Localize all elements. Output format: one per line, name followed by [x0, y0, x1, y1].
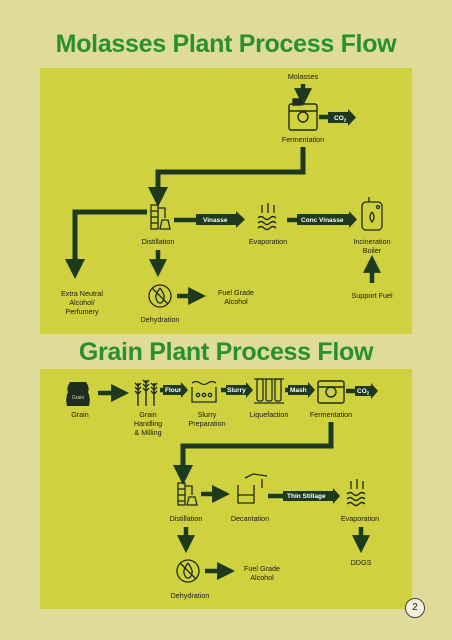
grain-fga-label-2: Alcohol	[250, 573, 274, 582]
dehydration-label: Dehydration	[141, 315, 180, 324]
liquefaction-label: Liquefaction	[250, 410, 289, 419]
decantation-label: Decantation	[231, 514, 269, 523]
ena-label-2: Alcohol/	[69, 298, 95, 307]
handling-label-2: Handling	[134, 419, 162, 428]
grain-evaporation-icon	[346, 479, 366, 507]
tag-thin-stillage	[283, 491, 333, 501]
arrow-fermentation-distillation	[148, 147, 306, 207]
tag-vinasse-label: Vinasse	[203, 217, 228, 224]
tag-flour	[163, 385, 181, 395]
grain-dehydration-label: Dehydration	[171, 591, 210, 600]
ddgs-label: DDGS	[351, 558, 372, 567]
tag-mash-label: Mash	[290, 387, 307, 394]
ena-label-3: Perfumery	[65, 307, 99, 316]
grain-label: Grain	[71, 410, 89, 419]
evaporation-label: Evaporation	[249, 237, 287, 246]
grain-fermentation-label: Fermentation	[310, 410, 352, 419]
grain-fermenter-icon	[317, 380, 345, 404]
boiler-icon	[361, 197, 383, 231]
grain-evaporation-label: Evaporation	[341, 514, 379, 523]
dehydration-icon	[148, 284, 172, 308]
arrow-fermentation-distillation-grain	[173, 422, 334, 485]
slurry-icon	[191, 380, 217, 403]
tag-co2	[328, 112, 348, 123]
fermentation-label: Fermentation	[282, 135, 324, 144]
tag-vinasse	[196, 214, 236, 225]
grain-distillation-label: Distillation	[170, 514, 203, 523]
incineration-label-1: Incineration	[353, 237, 390, 246]
support-fuel-label: Support Fuel	[351, 291, 393, 300]
grain-sack-icon: Grain	[66, 382, 90, 406]
wheat-icon	[134, 379, 158, 406]
grain-sack-text: Grain	[72, 395, 84, 401]
fga-label-2: Alcohol	[224, 297, 248, 306]
molasses-title: Molasses Plant Process Flow	[55, 30, 397, 58]
tag-grain-co2-label: CO2	[357, 388, 370, 396]
grain-title: Grain Plant Process Flow	[78, 338, 374, 366]
fga-label-1: Fuel Grade	[218, 288, 254, 297]
incineration-label-2: Boiler	[363, 246, 382, 255]
distillation-label: Distillation	[142, 237, 175, 246]
handling-label-1: Grain	[139, 410, 157, 419]
slurry-label-1: Slurry	[198, 410, 217, 419]
tag-slurry	[226, 385, 246, 395]
tag-grain-co2	[355, 386, 371, 396]
tag-conc-vinasse	[297, 214, 349, 225]
distillation-icon	[150, 204, 171, 230]
tag-thin-stillage-label: Thin Stillage	[287, 493, 326, 500]
grain-fga-label-1: Fuel Grade	[244, 564, 280, 573]
evaporation-icon	[257, 203, 277, 231]
handling-label-3: & Milling	[134, 428, 161, 437]
grain-dehydration-icon	[176, 559, 200, 583]
tag-co2-label: CO2	[334, 115, 347, 123]
grain-distillation-icon	[177, 482, 198, 506]
tag-flour-label: Flour	[165, 387, 182, 394]
liquefaction-icon	[254, 378, 284, 404]
tag-conc-vinasse-label: Conc Vinasse	[301, 217, 344, 224]
fermenter-icon	[288, 98, 318, 131]
tag-mash	[288, 385, 308, 395]
arrow-distillation-ena	[65, 209, 147, 279]
page-number: 2	[405, 598, 425, 618]
decantation-icon	[237, 473, 268, 504]
tag-slurry-label: Slurry	[227, 387, 246, 394]
ena-label-1: Extra Neutral	[61, 289, 103, 298]
molasses-input-label: Molasses	[288, 72, 319, 81]
slurry-label-2: Preparation	[188, 419, 225, 428]
